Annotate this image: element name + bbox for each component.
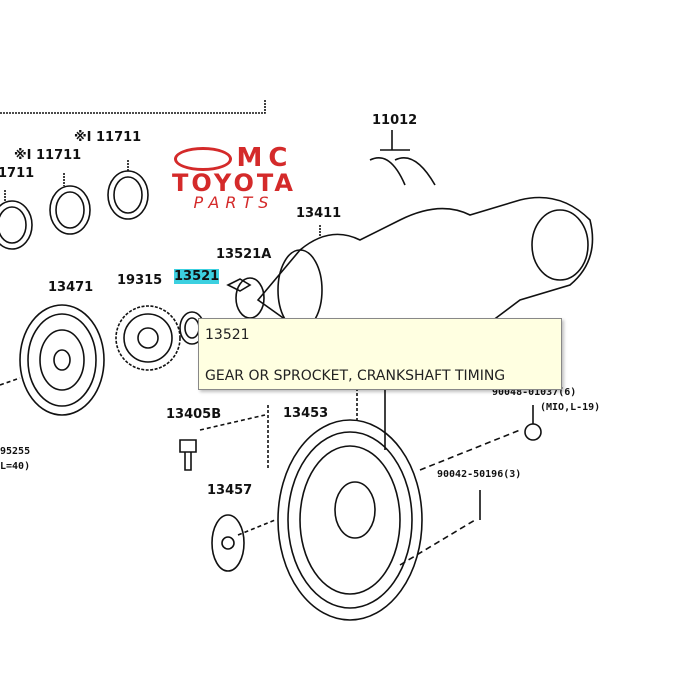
part-label-11711[interactable]: ※I 11711 <box>14 148 82 163</box>
part-label-90048-note: (MIO,L-19) <box>540 402 601 413</box>
flywheel-drawing <box>267 388 542 621</box>
toyota-emblem-icon <box>174 146 233 171</box>
pulley-drawing <box>0 304 105 416</box>
part-label-13453[interactable]: 13453 <box>283 406 329 421</box>
part-label-11711[interactable]: ※I 11711 <box>74 130 142 145</box>
part-label-90042[interactable]: 90042-50196(3) <box>437 469 522 480</box>
part-label-13405b[interactable]: 13405B <box>166 407 222 422</box>
part-label-11711[interactable]: 1711 <box>0 166 35 181</box>
part-label-13521a[interactable]: 13521A <box>216 247 272 262</box>
tooltip-part-number: 13521 <box>205 327 250 343</box>
sprocket-drawing <box>115 305 205 371</box>
part-label-90048[interactable]: 90048-01037(6) <box>492 387 577 398</box>
part-label-95255-note: L=40) <box>0 461 31 472</box>
bearing-shells <box>0 160 149 250</box>
tooltip-description: GEAR OR SPROCKET, CRANKSHAFT TIMING <box>205 368 506 384</box>
part-tooltip: 13521 GEAR OR SPROCKET, CRANKSHAFT TIMIN… <box>198 318 562 390</box>
part-label-11012[interactable]: 11012 <box>372 113 418 128</box>
logo-parts: PARTS <box>193 192 275 212</box>
logo-toyota: TOYOTA <box>172 168 296 197</box>
part-label-19315[interactable]: 19315 <box>117 273 163 288</box>
part-label-13471[interactable]: 13471 <box>48 280 94 295</box>
part-label-95255[interactable]: 95255 <box>0 446 31 457</box>
logo-mc: MC <box>236 143 294 173</box>
part-label-13411[interactable]: 13411 <box>296 206 342 221</box>
part-label-13521-highlighted[interactable]: 13521 <box>174 269 220 284</box>
mc-toyota-parts-logo: MC TOYOTA PARTS <box>172 143 296 212</box>
part-label-13457[interactable]: 13457 <box>207 483 253 498</box>
